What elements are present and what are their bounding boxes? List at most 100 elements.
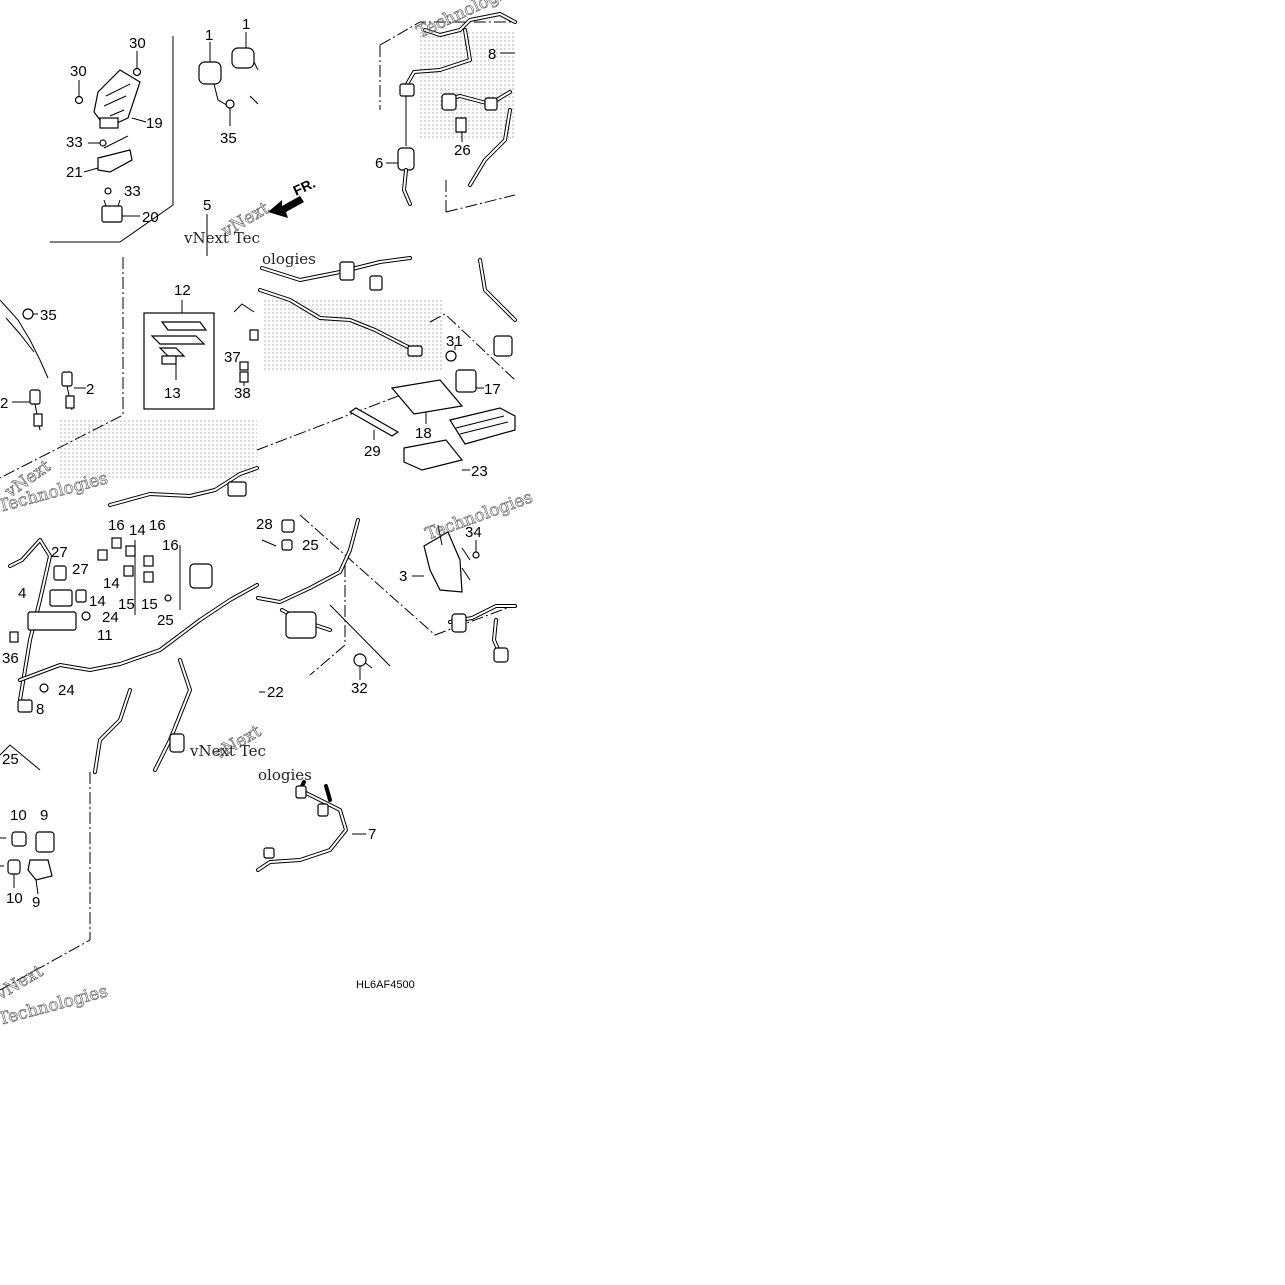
- fuse-16-a: [111, 537, 122, 549]
- callout-3: 3: [399, 568, 407, 585]
- callout-18: 18: [415, 425, 432, 442]
- relay-27-right: [75, 589, 87, 603]
- callout-25: 25: [2, 751, 19, 768]
- callout-33: 33: [66, 134, 83, 151]
- tile-battery-cable-group: Technologies: [379, 0, 524, 213]
- fuse-box-3: [423, 531, 463, 593]
- relay-27-upper: [53, 565, 67, 581]
- fuse-15: [143, 571, 154, 583]
- callout-16: 16: [108, 517, 125, 534]
- callout-27: 27: [72, 561, 89, 578]
- callout-5: 5: [203, 197, 211, 214]
- front-direction-label: FR.: [291, 175, 318, 199]
- fuse-block-11: [27, 611, 77, 631]
- tile-control-unit-group: FR. vNext Tec vNext: [50, 32, 318, 256]
- callout-1: 1: [242, 16, 250, 33]
- connector-t6-b: [493, 647, 509, 663]
- connector-t4-c: [407, 345, 423, 357]
- harness-bundle-t6: [285, 611, 317, 639]
- callout-25: 25: [157, 612, 174, 629]
- ecu-unit: [449, 407, 516, 445]
- relay-harness-t5: [189, 563, 213, 589]
- watermark-tile4: ologies: [262, 250, 316, 268]
- nut-30-left: [74, 95, 84, 105]
- callout-14: 14: [89, 593, 106, 610]
- bolt-33-upper: [99, 139, 107, 147]
- fuse-14-c: [123, 565, 134, 577]
- callout-15: 15: [118, 596, 135, 613]
- callout-38: 38: [234, 385, 251, 402]
- clip-37: [239, 361, 249, 371]
- connector-harness-3: [227, 481, 247, 497]
- callout-16: 16: [162, 537, 179, 554]
- callout-6: 6: [375, 155, 383, 172]
- callout-21: 21: [66, 164, 83, 181]
- module-18: [390, 379, 464, 415]
- screw-25-t5: [164, 594, 172, 602]
- battery-terminal-top: [399, 83, 415, 97]
- fuse-16-b: [143, 555, 154, 567]
- callout-26: 26: [454, 142, 471, 159]
- callout-9: 9: [32, 894, 40, 911]
- callout-30: 30: [129, 35, 146, 52]
- connector-left: [441, 93, 457, 111]
- control-unit-part: [93, 69, 141, 129]
- nut-24-b: [39, 683, 49, 693]
- relay-right: [231, 32, 259, 71]
- connector-7-a: [295, 785, 307, 799]
- callout-15: 15: [141, 596, 158, 613]
- callout-23: 23: [471, 463, 488, 480]
- connector-t5-bottom: [169, 733, 185, 753]
- callout-31: 31: [446, 333, 463, 350]
- callout-25: 25: [302, 537, 319, 554]
- callout-10: 10: [10, 807, 27, 824]
- callout-9: 9: [40, 807, 48, 824]
- bolt-34: [472, 551, 480, 559]
- callout-1: 1: [205, 27, 213, 44]
- switch-9-lower: [27, 859, 53, 881]
- nut-24-a: [81, 611, 91, 621]
- nut-32: [353, 653, 367, 667]
- diagram-code: HL6AF4500: [356, 979, 415, 991]
- clip-t4-left: [249, 329, 259, 341]
- connector-t4-d: [493, 335, 513, 357]
- callout-11: 11: [97, 627, 113, 644]
- callout-28: 28: [256, 516, 273, 533]
- tile-ecu-group: ologies: [233, 250, 517, 471]
- callout-2: 2: [86, 381, 94, 398]
- relay-left: [198, 42, 233, 109]
- callout-2: 2: [0, 395, 8, 412]
- nut-31: [445, 350, 457, 362]
- switch-10-lower: [7, 859, 21, 875]
- callout-labels: 30 30 19 33 21 33 20 1 1 35 5 8 26 6 35 …: [0, 16, 501, 911]
- callout-17: 17: [484, 381, 501, 398]
- relay-27-lower: [49, 589, 73, 607]
- callout-19: 19: [146, 115, 163, 132]
- callout-10: 10: [6, 890, 23, 907]
- callout-32: 32: [351, 680, 368, 697]
- clip-38: [239, 371, 249, 383]
- box-23: [403, 439, 464, 471]
- callout-20: 20: [142, 209, 159, 226]
- callout-16: 16: [149, 517, 166, 534]
- callout-35: 35: [220, 130, 237, 147]
- connector-t6-a: [451, 613, 467, 633]
- callout-27: 27: [51, 544, 68, 561]
- bracket-29: [348, 407, 400, 437]
- nut-30-right: [132, 67, 142, 77]
- sensor-part: [101, 199, 140, 223]
- sensor-2-left: [12, 389, 43, 431]
- callout-24: 24: [58, 682, 75, 699]
- switch-9-upper: [35, 831, 55, 853]
- callout-30: 30: [70, 63, 87, 80]
- callout-8: 8: [36, 701, 44, 718]
- switch-10-upper: [11, 831, 27, 847]
- bolt-33-lower: [104, 187, 112, 195]
- fuse-14-b: [125, 545, 136, 557]
- front-direction-arrow: FR.: [268, 175, 318, 218]
- callout-35: 35: [40, 307, 57, 324]
- connector-7-c: [263, 847, 275, 859]
- callout-8: 8: [488, 46, 496, 63]
- callout-14: 14: [103, 575, 120, 592]
